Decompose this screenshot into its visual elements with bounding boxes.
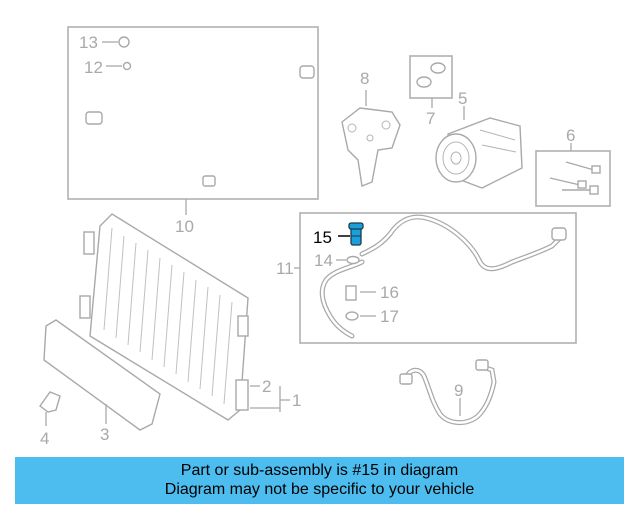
bolts-box-6 [535, 143, 611, 207]
banner-line-2: Diagram may not be specific to your vehi… [164, 481, 475, 498]
callout-11: 11 [276, 259, 294, 278]
clip-part-4 [39, 391, 61, 426]
callout-14: 14 [314, 251, 333, 270]
hose-part-9 [399, 359, 497, 425]
assembly-box-11 [294, 212, 577, 344]
callout-17: 17 [380, 307, 399, 326]
callout-5: 5 [458, 89, 467, 108]
callout-6: 6 [566, 126, 575, 145]
condenser-part-2 [79, 213, 290, 421]
highlighted-part-15[interactable] [338, 222, 364, 246]
callout-2: 2 [262, 377, 271, 396]
callout-16: 16 [380, 283, 399, 302]
callout-15: 15 [313, 228, 332, 247]
banner-line-1: Part or sub-assembly is #15 in diagram [180, 462, 459, 479]
hose-assembly-box-10 [67, 26, 319, 215]
callout-10: 10 [175, 217, 194, 236]
info-banner: Part or sub-assembly is #15 in diagram D… [15, 457, 624, 504]
callout-12: 12 [84, 58, 103, 77]
panel-part-3 [43, 319, 161, 431]
callout-3: 3 [100, 425, 109, 444]
part-7-box [409, 55, 453, 108]
callout-4: 4 [40, 429, 49, 448]
callout-7: 7 [426, 109, 435, 128]
compressor-part-5 [435, 106, 523, 189]
callout-9: 9 [454, 381, 463, 400]
callout-8: 8 [360, 69, 369, 88]
bracket-part-8 [341, 90, 401, 187]
callout-1: 1 [292, 391, 301, 410]
callout-13: 13 [79, 33, 98, 52]
